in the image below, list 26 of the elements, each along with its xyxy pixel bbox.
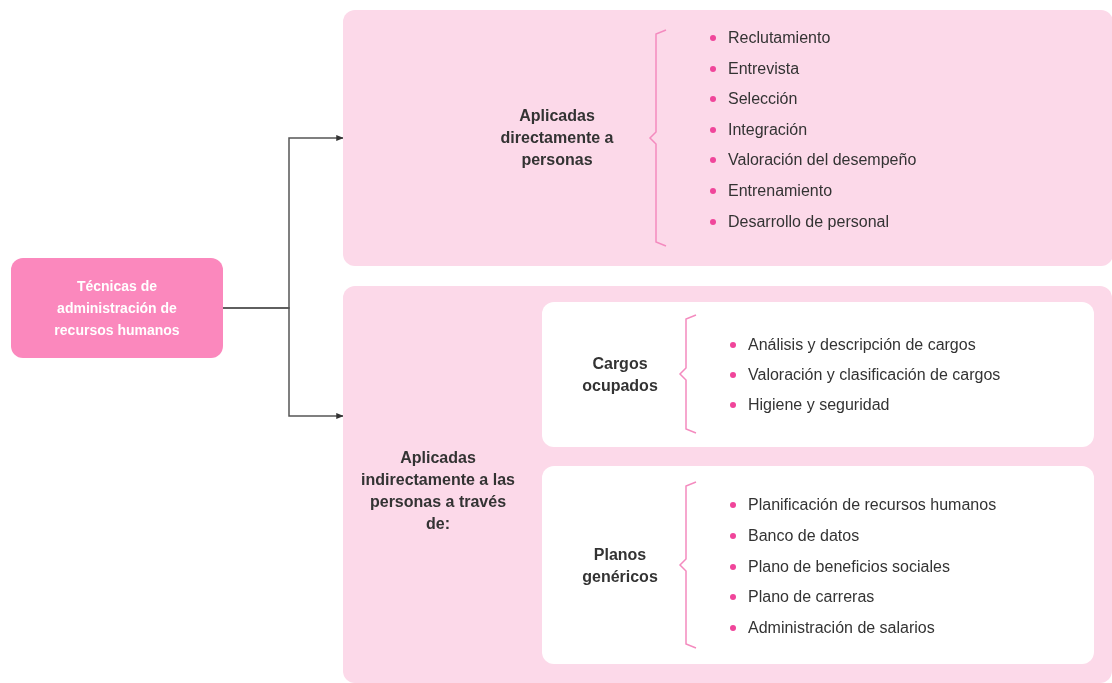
list-item: Entrevista xyxy=(708,58,800,79)
list-item: Desarrollo de personal xyxy=(708,211,889,232)
list-item: Selección xyxy=(708,89,798,110)
list-item: Reclutamiento xyxy=(708,28,831,48)
list-item: Integración xyxy=(708,119,808,140)
heading-text: Aplicadas indirectamente a las personas a través de: xyxy=(360,448,516,534)
list-item: Plano de beneficios sociales xyxy=(728,556,950,577)
list-item: Entrenamiento xyxy=(708,181,833,201)
list-item: Análisis y descripción de cargos xyxy=(728,335,976,355)
list-item: Planificación de recursos humanos xyxy=(728,495,997,515)
list-item: Plano de carreras xyxy=(728,587,875,608)
connector-arrow xyxy=(222,307,344,419)
list-item: Valoración y clasificación de cargos xyxy=(728,365,1001,385)
list-item: Banco de datos xyxy=(728,525,860,546)
topic-box xyxy=(11,258,223,358)
subcategory-card xyxy=(542,302,1094,447)
heading-text: Técnicas de administración de recursos humanos xyxy=(53,277,181,340)
category-panel xyxy=(343,10,1112,266)
heading-text: Planos genéricos xyxy=(581,545,659,587)
list-item: Administración de salarios xyxy=(728,618,935,639)
list-item: Higiene y seguridad xyxy=(728,395,890,415)
list-item: Valoración del desempeño xyxy=(708,150,917,171)
heading-text: Cargos ocupados xyxy=(581,354,659,396)
heading-text: Aplicadas directamente a personas xyxy=(499,106,615,170)
subcategory-card xyxy=(542,466,1094,664)
category-panel xyxy=(343,286,1112,683)
